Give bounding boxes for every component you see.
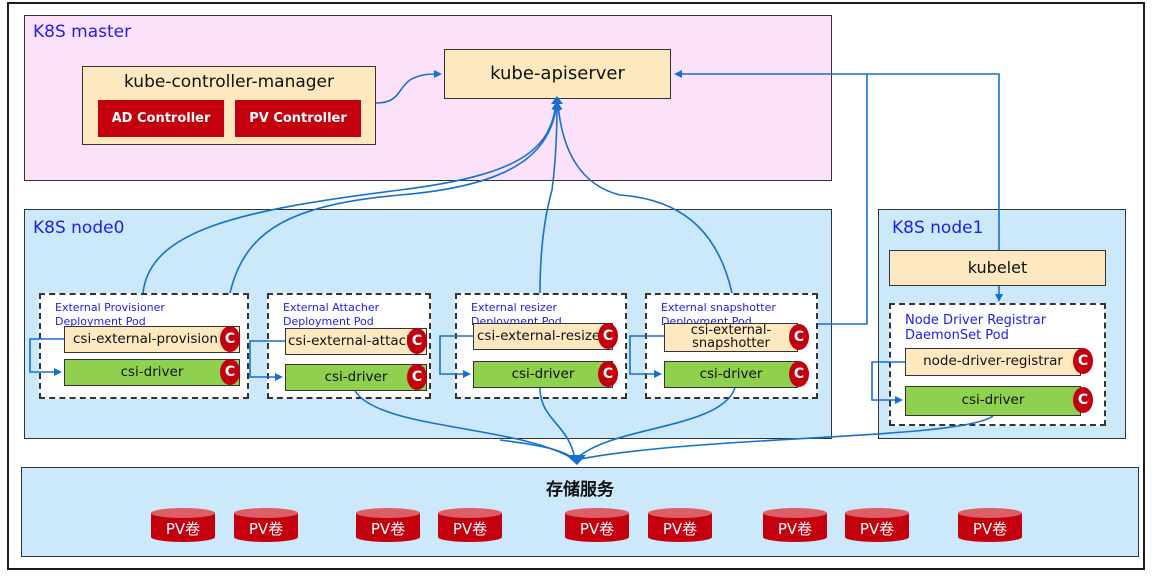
attacher-pod-label: External Attacher Deployment Pod: [283, 301, 379, 329]
container-c-icon: C: [1073, 348, 1093, 374]
node0-title: K8S node0: [33, 218, 125, 238]
cylinder-top: [958, 508, 1022, 518]
registrar-pod-label: Node Driver Registrar DaemonSet Pod: [905, 313, 1046, 343]
cylinder-top: [648, 508, 712, 518]
container-c-icon: C: [598, 361, 618, 387]
pod-label-line1: Node Driver Registrar: [905, 313, 1047, 328]
csi-driver-container: csi-driver: [905, 386, 1081, 416]
csi-driver-container: csi-driver: [473, 361, 613, 388]
pod-label-line1: External Provisioner: [55, 301, 165, 314]
cylinder-top: [234, 508, 298, 518]
container-c-icon: C: [220, 359, 240, 385]
pv-volume: PV卷: [763, 508, 827, 546]
pod-label-line1: External snapshotter: [661, 301, 776, 314]
pv-volume: PV卷: [438, 508, 502, 546]
cylinder-top: [151, 508, 215, 518]
pod-label-line2: DaemonSet Pod: [905, 328, 1009, 343]
pv-volume-label: PV卷: [579, 520, 615, 538]
cylinder-top: [356, 508, 420, 518]
pod-label-line1: External Attacher: [283, 301, 380, 314]
container-c-icon: C: [598, 323, 618, 349]
pv-volume-label: PV卷: [370, 520, 406, 538]
storage-title: 存储服务: [546, 480, 614, 500]
pv-volume-label: PV卷: [777, 520, 813, 538]
pv-volume-label: PV卷: [452, 520, 488, 538]
provisioner-pod-label: External Provisioner Deployment Pod: [55, 301, 165, 329]
pv-volume: PV卷: [648, 508, 712, 546]
pv-volume: PV卷: [234, 508, 298, 546]
csi-driver-container: csi-driver: [64, 359, 240, 386]
pv-volume: PV卷: [958, 508, 1022, 546]
container-c-icon: C: [789, 324, 809, 350]
kubelet: kubelet: [889, 250, 1106, 286]
kcm-title: kube-controller-manager: [123, 72, 335, 92]
csi-external-resizer-container: csi-external-resize: [473, 323, 613, 350]
pv-controller: PV Controller: [235, 100, 361, 137]
csi-external-snapshotter-container: csi-external- snapshotter: [664, 323, 798, 352]
pv-volume-label: PV卷: [859, 520, 895, 538]
master-title: K8S master: [33, 22, 132, 42]
pod-label-line2: Deployment Pod: [283, 315, 374, 328]
pv-volume-label: PV卷: [165, 520, 201, 538]
pv-volume-label: PV卷: [662, 520, 698, 538]
csi-driver-container: csi-driver: [285, 364, 427, 391]
container-c-icon: C: [407, 364, 427, 390]
container-c-icon: C: [789, 361, 809, 387]
node1-title: K8S node1: [892, 218, 984, 238]
container-c-icon: C: [407, 328, 427, 354]
sidecar-line1: csi-external-: [690, 323, 772, 338]
pv-volume-label: PV卷: [248, 520, 284, 538]
cylinder-top: [438, 508, 502, 518]
cylinder-top: [565, 508, 629, 518]
pod-label-line1: External resizer: [471, 301, 558, 314]
kube-apiserver: kube-apiserver: [444, 49, 671, 99]
pv-volume: PV卷: [151, 508, 215, 546]
pv-volume: PV卷: [356, 508, 420, 546]
csi-driver-container: csi-driver: [664, 361, 798, 388]
pv-volume: PV卷: [845, 508, 909, 546]
node-driver-registrar-container: node-driver-registrar: [905, 348, 1081, 376]
container-c-icon: C: [1073, 387, 1093, 413]
container-c-icon: C: [220, 326, 240, 352]
pv-volume-label: PV卷: [972, 520, 1008, 538]
cylinder-top: [845, 508, 909, 518]
csi-external-attacher-container: csi-external-attach: [285, 328, 427, 355]
ad-controller: AD Controller: [98, 100, 224, 137]
cylinder-top: [763, 508, 827, 518]
pv-volume: PV卷: [565, 508, 629, 546]
sidecar-line2: snapshotter: [692, 336, 770, 351]
kube-controller-manager: kube-controller-manager AD Controller PV…: [82, 66, 376, 145]
pod-label-line2: Deployment Pod: [55, 315, 146, 328]
csi-external-provisioner-container: csi-external-provision: [64, 326, 240, 353]
